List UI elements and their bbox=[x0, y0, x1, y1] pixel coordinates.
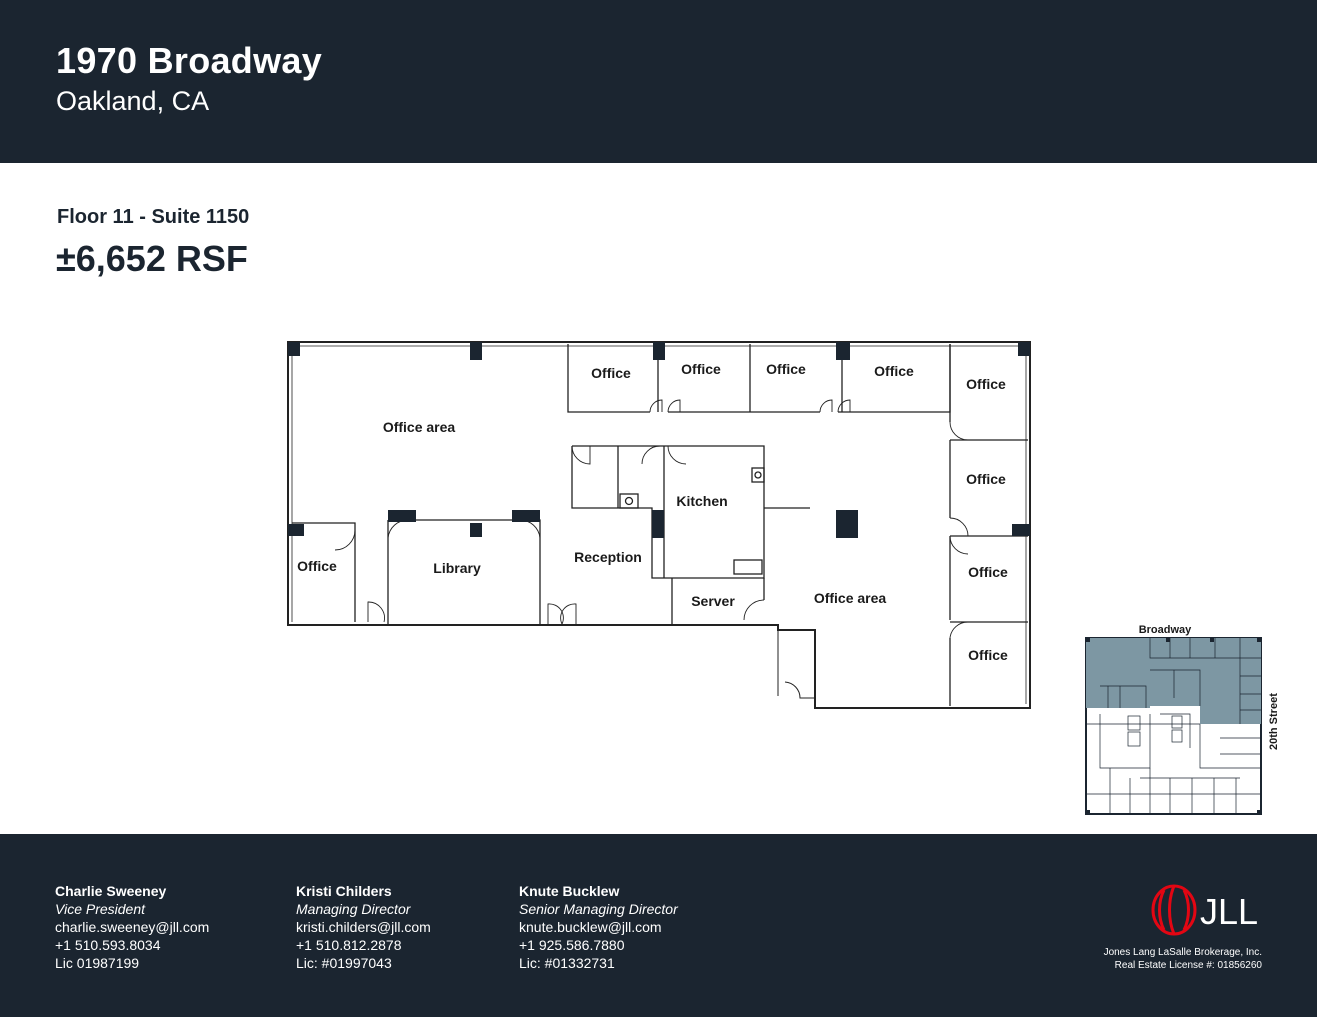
contact-card: Knute Bucklew Senior Managing Director k… bbox=[519, 882, 678, 972]
contact-license: Lic: #01332731 bbox=[519, 955, 615, 971]
property-location: Oakland, CA bbox=[56, 86, 210, 116]
contact-name: Knute Bucklew bbox=[519, 883, 620, 899]
room-label-office: Office bbox=[874, 363, 914, 379]
room-label-office: Office bbox=[968, 564, 1008, 580]
room-label-office: Office bbox=[297, 558, 337, 574]
room-label-office: Office bbox=[968, 647, 1008, 663]
contact-card: Charlie Sweeney Vice President charlie.s… bbox=[55, 882, 209, 972]
jll-logo: JLL bbox=[1151, 884, 1258, 936]
suite-area: ±6,652 RSF bbox=[56, 238, 248, 279]
contact-email[interactable]: charlie.sweeney@jll.com bbox=[55, 919, 210, 935]
contact-email[interactable]: kristi.childers@jll.com bbox=[296, 919, 431, 935]
logo-text: JLL bbox=[1200, 891, 1258, 932]
contact-license: Lic: #01997043 bbox=[296, 955, 392, 971]
contact-phone[interactable]: +1 925.586.7880 bbox=[519, 937, 625, 953]
contact-title: Senior Managing Director bbox=[519, 901, 678, 917]
room-label-office: Office bbox=[966, 471, 1006, 487]
contact-phone[interactable]: +1 510.812.2878 bbox=[296, 937, 402, 953]
contact-card: Kristi Childers Managing Director kristi… bbox=[296, 882, 431, 972]
room-label-office: Office bbox=[681, 361, 721, 377]
contact-title: Vice President bbox=[55, 901, 146, 917]
room-label-office: Office bbox=[591, 365, 631, 381]
brokerage-info: Jones Lang LaSalle Brokerage, Inc. Real … bbox=[1104, 946, 1262, 972]
floor-plan: Office area Office Office Office Office … bbox=[287, 341, 1031, 709]
brokerage-name: Jones Lang LaSalle Brokerage, Inc. bbox=[1103, 947, 1262, 958]
key-plan: Broadway 20th Street bbox=[1085, 624, 1280, 815]
room-label-office: Office bbox=[766, 361, 806, 377]
contact-name: Kristi Childers bbox=[296, 883, 392, 899]
room-label-office-area: Office area bbox=[814, 590, 887, 606]
contact-email[interactable]: knute.bucklew@jll.com bbox=[519, 919, 662, 935]
contact-phone[interactable]: +1 510.593.8034 bbox=[55, 937, 161, 953]
room-label-office-area: Office area bbox=[383, 419, 456, 435]
room-label-office: Office bbox=[966, 376, 1006, 392]
contact-title: Managing Director bbox=[296, 901, 411, 917]
page-footer: Charlie Sweeney Vice President charlie.s… bbox=[0, 834, 1317, 1017]
suite-label: Floor 11 - Suite 1150 bbox=[57, 206, 250, 228]
contact-name: Charlie Sweeney bbox=[55, 883, 167, 899]
room-label-server: Server bbox=[691, 593, 735, 609]
street-label-broadway: Broadway bbox=[1139, 624, 1192, 636]
property-title: 1970 Broadway bbox=[56, 40, 323, 81]
room-label-reception: Reception bbox=[574, 549, 642, 565]
room-label-library: Library bbox=[433, 560, 481, 576]
street-label-20th: 20th Street bbox=[1268, 693, 1280, 750]
brokerage-license: Real Estate License #: 01856260 bbox=[1114, 960, 1262, 971]
room-label-kitchen: Kitchen bbox=[676, 493, 727, 509]
contact-license: Lic 01987199 bbox=[55, 955, 140, 971]
page-header: 1970 Broadway Oakland, CA bbox=[0, 0, 1317, 163]
